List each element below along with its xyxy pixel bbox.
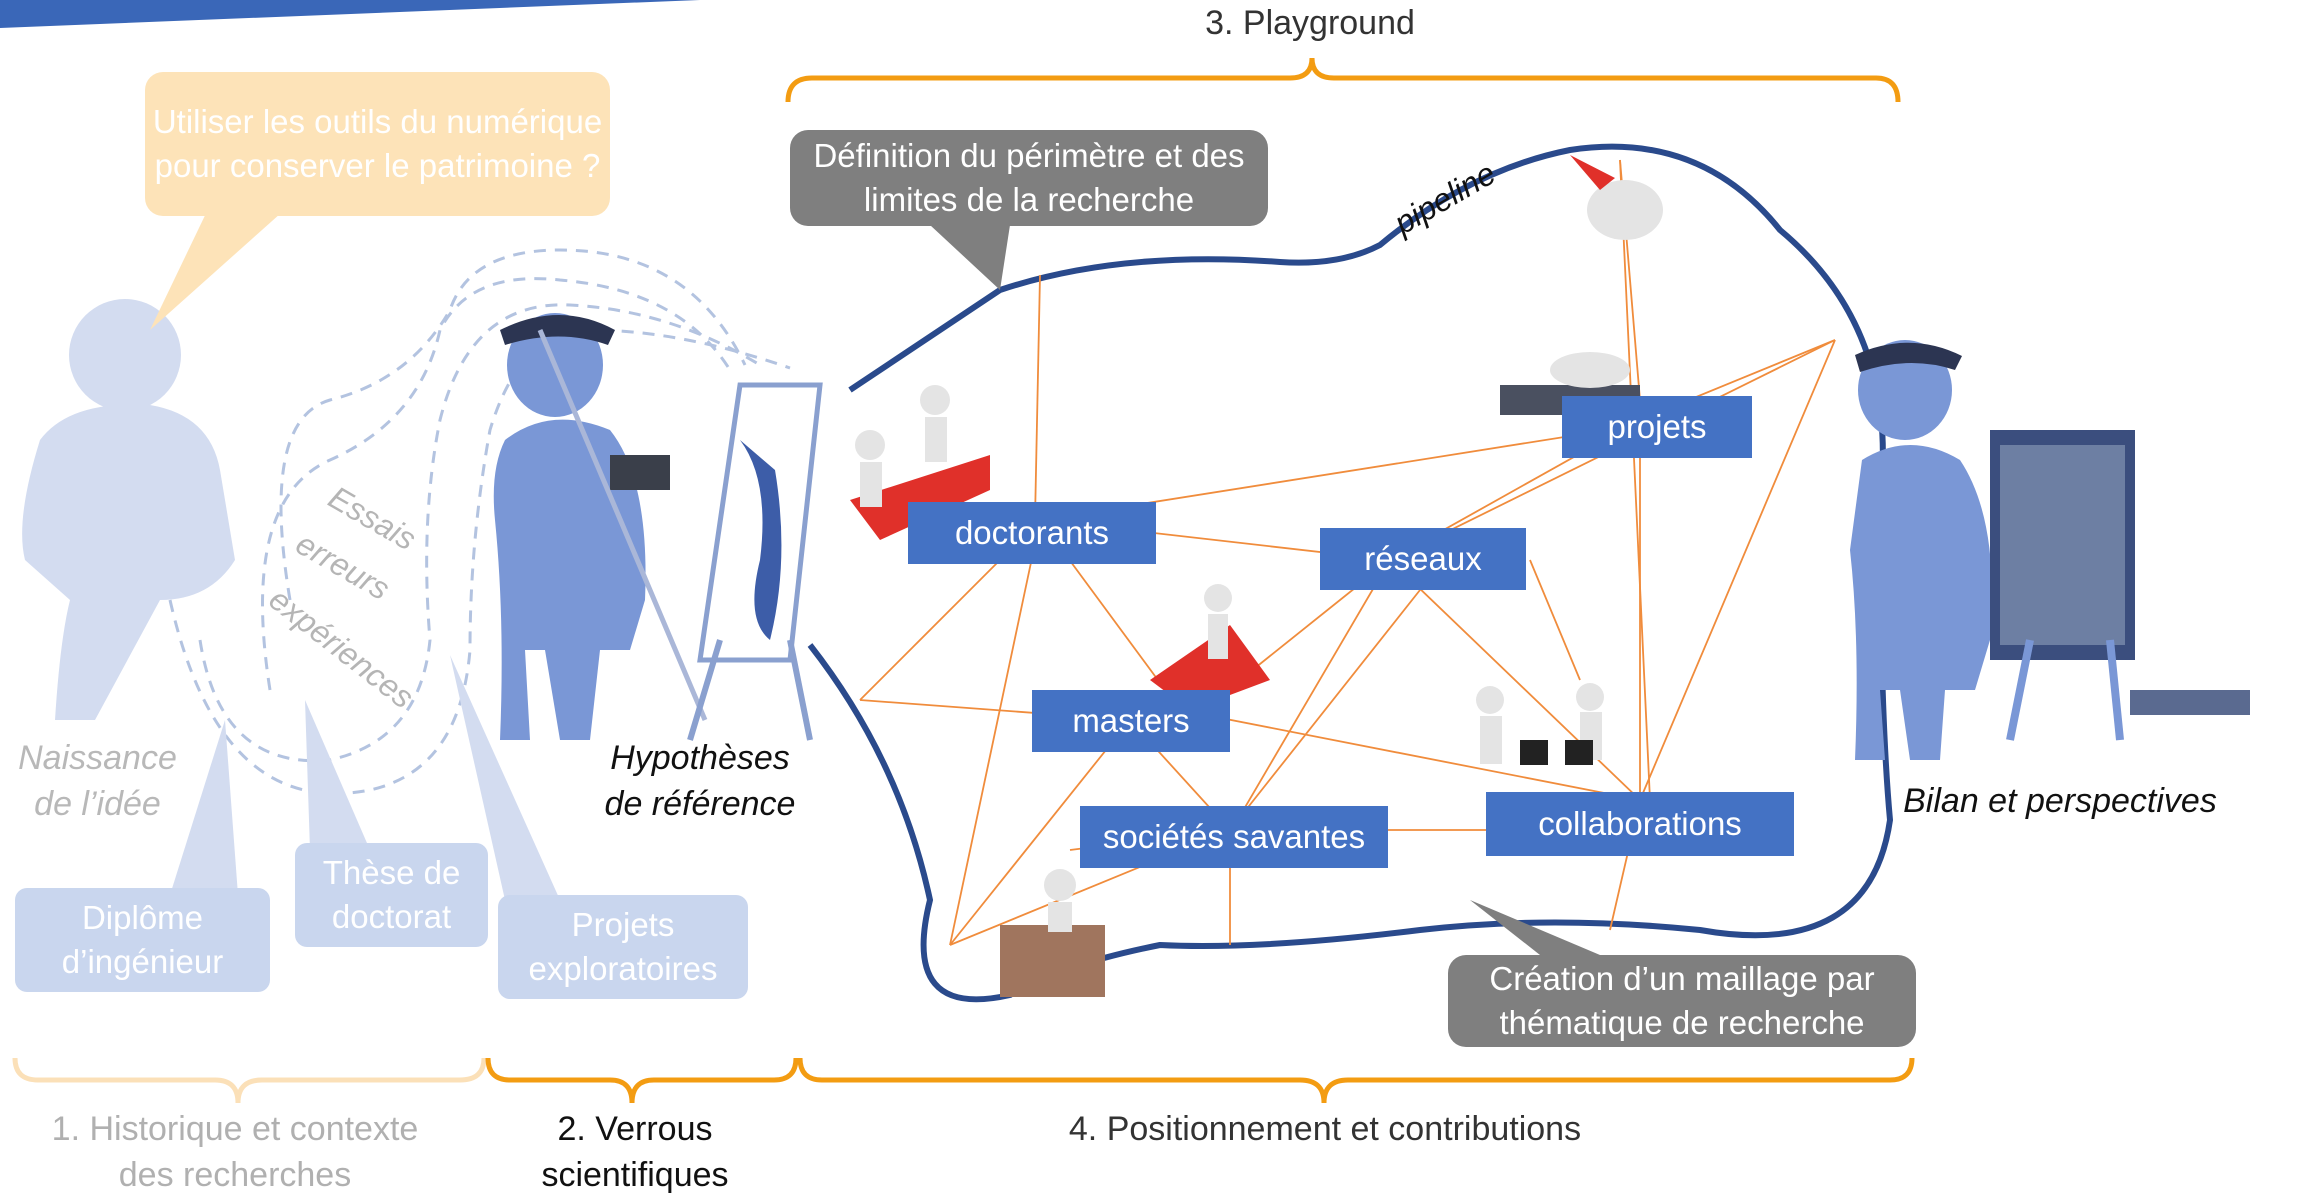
playground-bracket [785, 57, 1901, 103]
people-societes [1000, 869, 1105, 997]
people-doctorants [850, 385, 990, 540]
reseaux-text: réseaux [1364, 540, 1482, 577]
projets-exploratoires-box: Projets exploratoires [498, 895, 748, 999]
people-pipeline [1570, 155, 1663, 240]
faded-figure [22, 299, 236, 720]
banner-edge [0, 0, 700, 28]
perimetre-callout: Définition du périmètre et des limites d… [790, 130, 1268, 226]
question-tail [150, 205, 290, 330]
node-masters: masters [1032, 690, 1230, 752]
bilan-figure [1850, 340, 2250, 760]
section-verrous: 2. Verrous scientifiques [541, 1110, 729, 1194]
people-masters [1150, 584, 1270, 710]
doctorants-text: doctorants [954, 514, 1110, 551]
node-doctorants: doctorants [908, 502, 1156, 564]
section-positionnement: 4. Positionnement et contributions [1068, 1110, 1582, 1148]
these-text: Thèse de doctorat [322, 854, 461, 935]
node-reseaux: réseaux [1320, 528, 1526, 590]
section-playground: 3. Playground [1205, 4, 1415, 42]
node-societes-savantes: sociétés savantes [1080, 806, 1388, 868]
verrous-bracket [485, 1057, 799, 1104]
historique-bracket [12, 1057, 487, 1104]
perimetre-text: Définition du périmètre et des limites d… [813, 137, 1245, 218]
these-box: Thèse de doctorat [295, 843, 488, 947]
diplome-text: Diplôme d’ingénieur [61, 899, 224, 980]
these-pointer [305, 700, 370, 850]
projets-text: projets [1607, 408, 1707, 445]
label-bilan: Bilan et perspectives [1903, 782, 2217, 820]
societes-text: sociétés savantes [1102, 818, 1366, 855]
projets-exploratoires-text: Projets exploratoires [528, 906, 718, 987]
diplome-pointer [170, 720, 238, 895]
positionnement-bracket [797, 1057, 1915, 1104]
collaborations-text: collaborations [1538, 805, 1742, 842]
projets-pointer [450, 655, 560, 900]
diplome-box: Diplôme d’ingénieur [15, 888, 270, 992]
maillage-tail [1470, 900, 1600, 955]
easel-canvas [687, 382, 823, 741]
node-projets: projets [1562, 396, 1752, 458]
maillage-callout: Création d’un maillage par thématique de… [1448, 955, 1916, 1047]
people-collaborations [1476, 683, 1604, 765]
node-collaborations: collaborations [1486, 792, 1794, 856]
label-naissance: Naissance de l’idée [18, 739, 177, 823]
perimetre-tail [930, 225, 1010, 290]
maillage-text: Création d’un maillage par thématique de… [1489, 960, 1875, 1041]
masters-text: masters [1072, 702, 1190, 739]
question-text: Utiliser les outils du numérique pour co… [152, 103, 603, 184]
section-historique: 1. Historique et contexte des recherches [51, 1110, 419, 1194]
label-hypotheses: Hypothèses de référence [604, 739, 796, 823]
painter-figure [493, 313, 708, 740]
question-callout: Utiliser les outils du numérique pour co… [145, 72, 610, 216]
